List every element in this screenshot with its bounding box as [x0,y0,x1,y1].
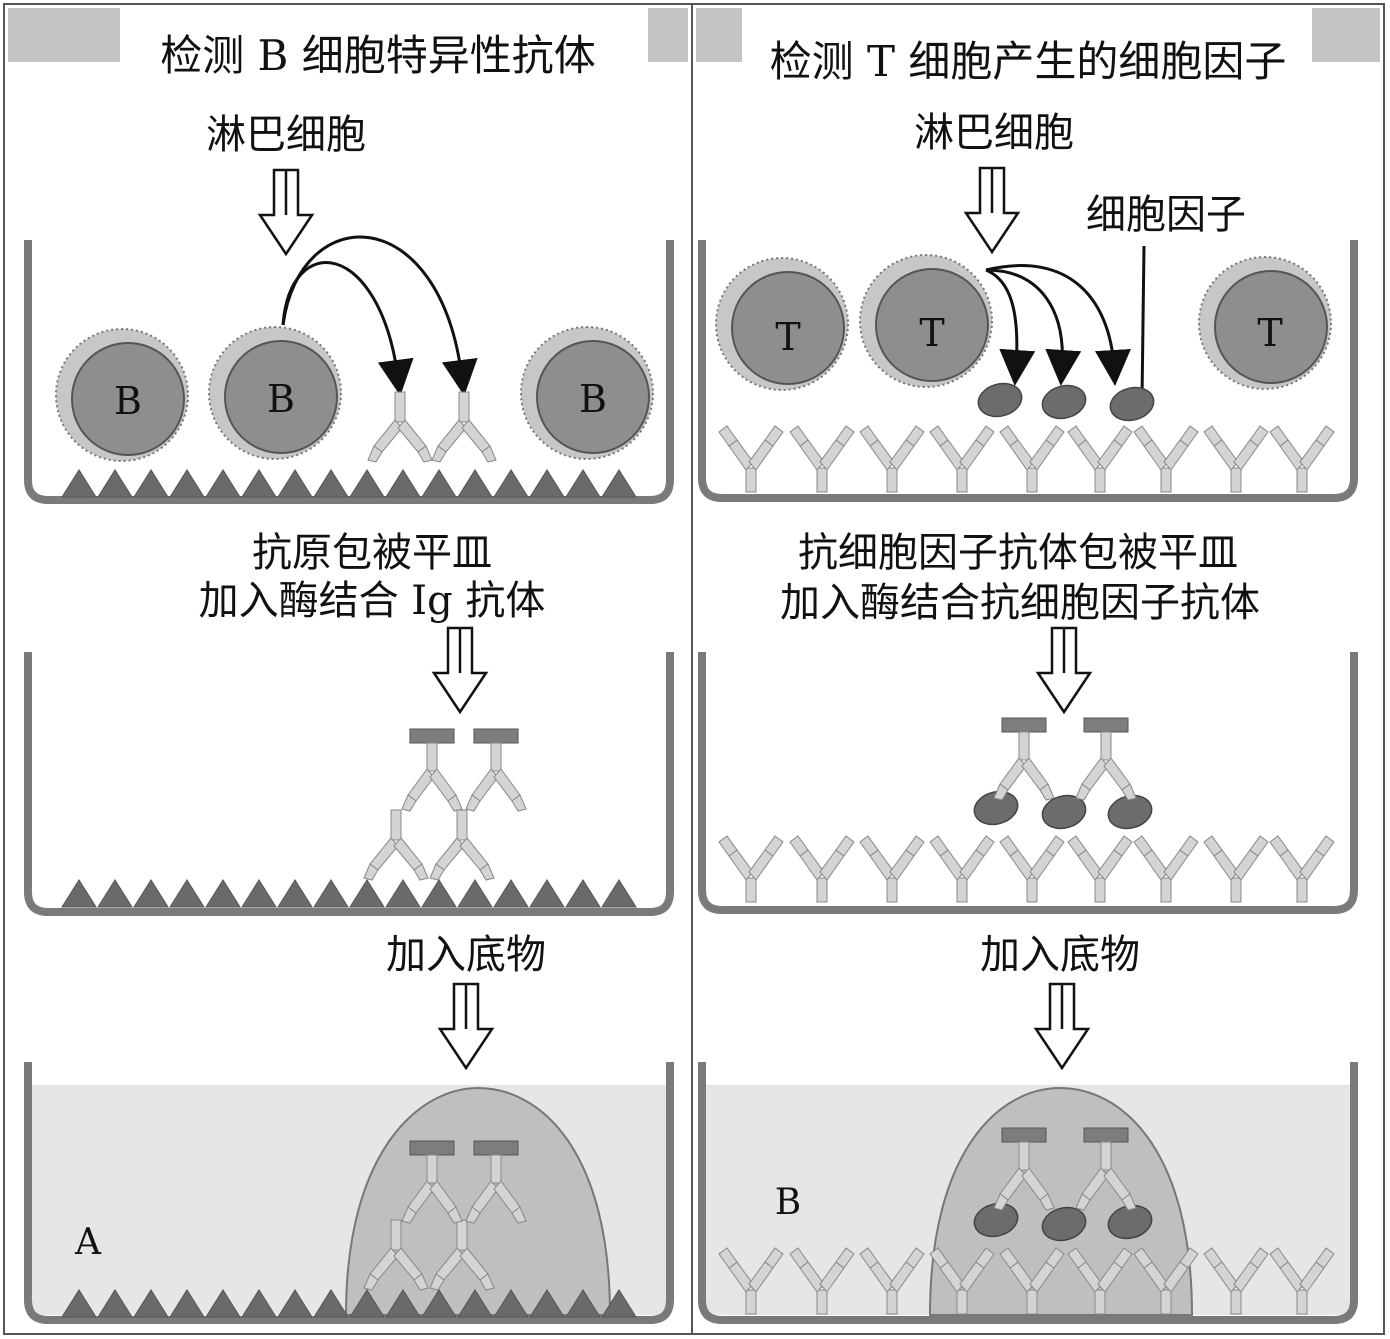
left-title: 检测 B 细胞特异性抗体 [160,31,596,80]
left-step3-label: 加入底物 [386,932,546,978]
left-free-antibody-1 [367,391,433,463]
left-arrow-2 [432,626,488,714]
left-title-tab-right [648,8,688,62]
right-input-label: 淋巴细胞 [914,110,1074,156]
right-step2-line1: 抗细胞因子抗体包被平皿 [798,530,1238,576]
right-enzyme-antibody-2 [1075,717,1137,801]
left-arrow-3 [438,982,494,1070]
right-title-tab-right [1312,8,1380,62]
right-t-cell-1: T [715,257,849,391]
right-panel-letter: B [775,1182,801,1223]
left-dish-2 [24,652,674,916]
right-panel: 检测 T 细胞产生的细胞因子 淋巴细胞 细胞因子 T T T 抗细胞因子抗体包被… [696,8,1380,1324]
right-capture-antibody-row-2 [718,835,1335,903]
right-dish-3 [698,1062,1358,1324]
left-dish-1 [24,240,674,504]
outer-frame [3,3,1385,1335]
svg-text:T: T [775,315,800,359]
right-secretion-arrow-3 [985,264,1131,386]
right-step3-label: 加入底物 [980,932,1140,978]
right-secretion-arrow-2 [985,268,1082,386]
left-b-cell-1: B [55,328,189,462]
left-enzyme-antibody-1 [401,728,463,812]
right-secretion-arrow-1 [985,268,1036,386]
right-title: 检测 T 细胞产生的细胞因子 [770,37,1287,86]
right-arrow-3 [1034,982,1090,1070]
svg-text:B: B [114,379,142,423]
left-step2-line2: 加入酶结合 Ig 抗体 [199,578,546,624]
left-panel: 检测 B 细胞特异性抗体 淋巴细胞 B B B 抗原包被平皿 加入酶结合 Ig … [8,8,688,1324]
right-cytokine-label: 细胞因子 [1086,192,1246,238]
left-b-cell-3: B [520,326,654,460]
right-cytokine-2 [1037,380,1091,424]
right-cytokine-pointer [1140,245,1146,401]
left-antigen-row-2 [61,879,637,908]
right-dish-2 [698,652,1358,914]
svg-text:B: B [579,377,607,421]
svg-text:B: B [267,377,295,421]
left-secretion-arrow-2 [281,235,478,396]
right-cytokine-1 [973,378,1027,422]
left-bound-ig-1 [363,809,429,881]
left-dish-3 [24,1062,674,1324]
left-title-tab-left [8,8,120,62]
left-step2-line1: 抗原包被平皿 [252,530,492,576]
right-t-cell-3: T [1198,256,1332,390]
left-input-label: 淋巴细胞 [206,112,366,158]
left-arrow-1 [258,168,314,256]
left-bound-ig-2 [429,809,495,881]
svg-text:T: T [919,311,944,355]
right-cytokine-3 [1105,382,1159,426]
left-antigen-row-1 [61,469,637,498]
left-free-antibody-2 [431,391,497,463]
right-arrow-2 [1036,626,1092,714]
right-enzyme-antibody-1 [993,717,1055,801]
left-panel-letter: A [74,1222,102,1263]
right-dish-1 [698,240,1358,502]
left-enzyme-antibody-2 [465,728,527,812]
right-step2-line2: 加入酶结合抗细胞因子抗体 [780,580,1260,626]
right-title-tab-left [696,8,742,62]
right-arrow-1 [964,166,1020,254]
svg-text:T: T [1257,311,1282,355]
right-t-cell-2: T [859,254,993,388]
right-capture-antibody-row-1 [718,425,1335,493]
left-b-cell-2: B [208,326,342,460]
